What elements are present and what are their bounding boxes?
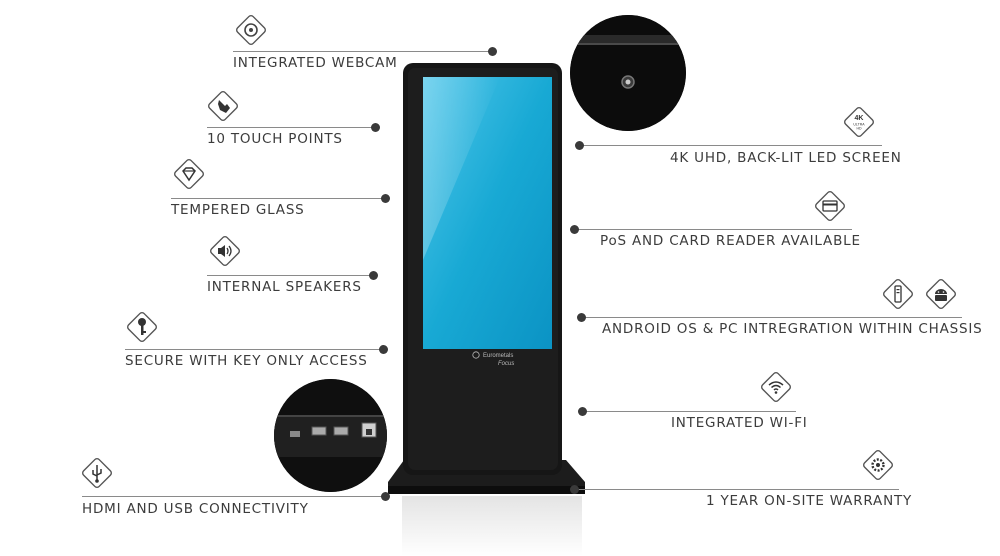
key-leader-dot	[379, 345, 388, 354]
feature-hdmi-label: HDMI AND USB CONNECTIVITY	[82, 501, 309, 517]
android-icon	[925, 278, 957, 310]
feature-wifi-label: INTEGRATED WI-FI	[671, 415, 808, 431]
gear-badge-icon	[862, 449, 894, 481]
glass-badge	[171, 156, 207, 192]
speakers-leader-line	[207, 275, 373, 276]
badge-ultra-text: ULTRA	[853, 123, 865, 127]
brand-name: Eurometals	[483, 353, 513, 359]
wifi-badge	[758, 369, 794, 405]
wifi-icon	[760, 371, 792, 403]
pc-badge	[880, 276, 916, 312]
pos-badge	[812, 188, 848, 224]
warranty-leader-dot	[570, 485, 579, 494]
feature-webcam-label: INTEGRATED WEBCAM	[233, 55, 398, 71]
webcam-leader-line	[233, 51, 491, 52]
hdmi-leader-line	[82, 496, 384, 497]
touch-hand-icon	[207, 90, 239, 122]
usb-icon	[81, 457, 113, 489]
feature-glass-label: TEMPERED GLASS	[171, 202, 305, 218]
webcam-closeup	[570, 15, 686, 131]
key-badge	[124, 309, 160, 345]
hdmi-badge	[79, 455, 115, 491]
uhd-leader-dot	[575, 141, 584, 150]
glass-leader-dot	[381, 194, 390, 203]
badge-4k-text: 4K	[855, 115, 864, 122]
feature-warranty-label: 1 YEAR ON-SITE WARRANTY	[706, 493, 913, 509]
speakers-leader-dot	[369, 271, 378, 280]
android-leader-line	[582, 317, 962, 318]
ports-closeup	[274, 379, 387, 492]
feature-uhd-label: 4K UHD, BACK-LIT LED SCREEN	[670, 150, 902, 166]
touch-leader-line	[207, 127, 375, 128]
pos-leader-line	[575, 229, 852, 230]
touch-badge	[205, 88, 241, 124]
key-leader-line	[125, 349, 383, 350]
wifi-leader-dot	[578, 407, 587, 416]
webcam-leader-dot	[488, 47, 497, 56]
android-leader-dot	[577, 313, 586, 322]
hdmi-leader-dot	[381, 492, 390, 501]
speaker-icon	[209, 235, 241, 267]
card-icon	[814, 190, 846, 222]
warranty-badge	[860, 447, 896, 483]
feature-pos-label: PoS AND CARD READER AVAILABLE	[600, 233, 861, 249]
key-icon	[126, 311, 158, 343]
warranty-leader-line	[575, 489, 899, 490]
feature-touch-label: 10 TOUCH POINTS	[207, 131, 343, 147]
pc-tower-icon	[882, 278, 914, 310]
feature-android-label: ANDROID OS & PC INTREGRATION WITHIN CHAS…	[602, 321, 983, 337]
feature-speakers-label: INTERNAL SPEAKERS	[207, 279, 362, 295]
badge-hd-text: HD	[856, 127, 862, 131]
pos-leader-dot	[570, 225, 579, 234]
webcam-badge	[233, 12, 269, 48]
android-badge	[923, 276, 959, 312]
uhd-leader-line	[580, 145, 882, 146]
feature-key-label: SECURE WITH KEY ONLY ACCESS	[125, 353, 368, 369]
speakers-badge	[207, 233, 243, 269]
diamond-icon	[173, 158, 205, 190]
glass-leader-line	[171, 198, 385, 199]
touch-leader-dot	[371, 123, 380, 132]
brand-model: Focus	[498, 361, 514, 367]
wifi-leader-line	[583, 411, 796, 412]
webcam-icon	[235, 14, 267, 46]
